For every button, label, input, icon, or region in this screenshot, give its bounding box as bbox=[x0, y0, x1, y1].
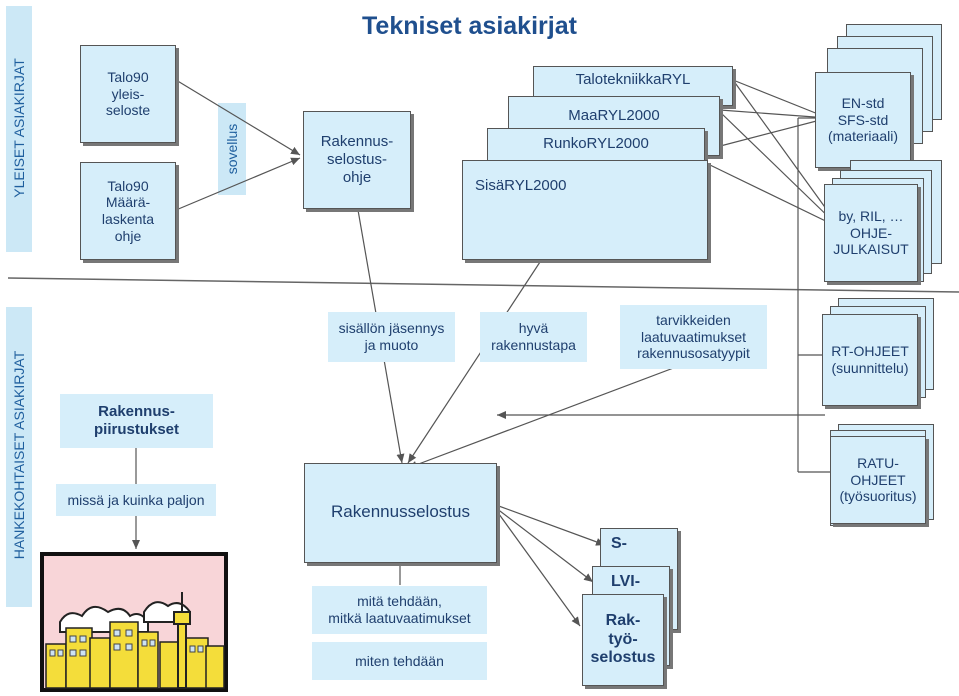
general-band bbox=[6, 6, 32, 252]
rak-tyoselostus-box: Rak- työ- selostus bbox=[582, 594, 664, 686]
rakennuspiirustukset-box: Rakennus- piirustukset bbox=[60, 394, 213, 448]
missa-box: missä ja kuinka paljon bbox=[56, 484, 216, 516]
sisallon-box: sisällön jäsennys ja muoto bbox=[328, 312, 455, 362]
rakennusselostus-box: Rakennusselostus bbox=[304, 463, 497, 563]
selostusohje-box: Rakennus- selostus- ohje bbox=[303, 111, 411, 209]
miten-box: miten tehdään bbox=[312, 642, 487, 680]
mita-box: mitä tehdään, mitkä laatuvaatimukset bbox=[312, 586, 487, 634]
talo90-yleisseloste-box: Talo90 yleis- seloste bbox=[80, 45, 176, 143]
ratu-ohjeet-box: RATU- OHJEET (työsuoritus) bbox=[830, 436, 926, 524]
page-title: Tekniset asiakirjat bbox=[362, 12, 577, 40]
by-ril-box: by, RIL, … OHJE- JULKAISUT bbox=[824, 184, 918, 282]
talo90-maaralaskenta-box: Talo90 Määrä- laskenta ohje bbox=[80, 162, 176, 260]
tarvikkeiden-box: tarvikkeiden laatuvaatimukset rakennusos… bbox=[620, 305, 767, 369]
rt-ohjeet-box: RT-OHJEET (suunnittelu) bbox=[822, 314, 918, 406]
sovellus-band bbox=[218, 103, 246, 195]
en-std-box: EN-std SFS-std (materiaali) bbox=[815, 72, 911, 168]
project-band bbox=[6, 307, 32, 607]
ryl-sisa: SisäRYL2000 bbox=[462, 160, 708, 260]
city-skyline-illustration bbox=[40, 552, 228, 692]
hyva-box: hyvä rakennustapa bbox=[480, 312, 587, 362]
